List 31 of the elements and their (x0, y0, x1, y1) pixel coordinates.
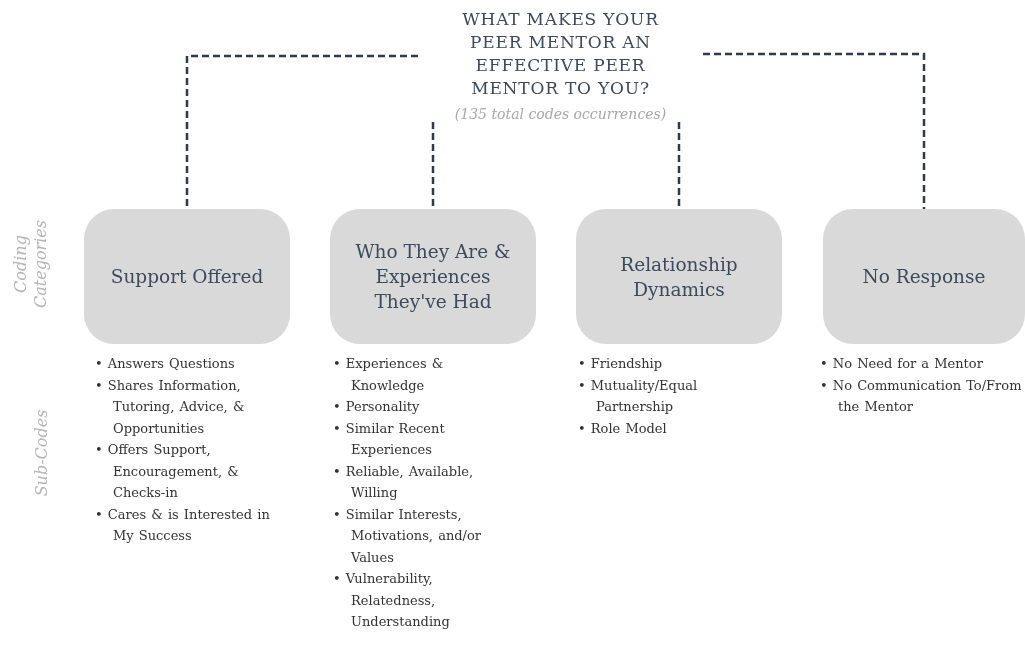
bullet-item: • Role Model (578, 419, 668, 438)
bullet-item: • Similar Recent Experiences (333, 419, 446, 459)
question-heading: WHAT MAKES YOUR PEER MENTOR AN EFFECTIVE PEER MENTOR TO YOU? (461, 8, 660, 100)
bullet-item: • No Need for a Mentor (820, 355, 984, 373)
bullet-item: • Shares Information, Tutoring, Advice, & Opportunities (95, 376, 246, 438)
dashed-connector (703, 52, 926, 209)
category-label: Who They Are & Experiences They've Had (354, 240, 512, 314)
dashed-connector (185, 54, 418, 209)
category-label: Support Offered (110, 265, 264, 289)
category-label: Relationship Dynamics (619, 252, 739, 302)
category-box (823, 209, 1025, 344)
bullet-item: • Cares & is Interested in My Success (95, 505, 271, 545)
category-box (84, 209, 290, 344)
bullet-item: • Answers Questions (95, 355, 236, 373)
category-label: No Response (862, 265, 986, 289)
axis-label: Coding Categories (10, 219, 50, 310)
bullet-item: • Experiences & Knowledge (333, 355, 445, 395)
bullet-item: • Offers Support, Encouragement, & Checks-in (95, 441, 240, 502)
bullet-item: • Vulnerability, Relatedness, Understanding (333, 570, 451, 631)
subtitle: (135 total codes occurrences) (453, 106, 668, 122)
bullet-item: • Mutuality/Equal Partnership (578, 376, 699, 416)
bullet-item: • Friendship (578, 355, 664, 373)
category-box (330, 209, 536, 344)
dashed-connector (431, 122, 435, 209)
category-box (576, 209, 782, 344)
bullet-item: • Similar Interests, Motivations, and/or Values (333, 505, 482, 567)
bullet-item: • No Communication To/From the Mentor (820, 376, 1023, 416)
bullet-item: • Personality (333, 398, 421, 416)
axis-label: Sub-Codes (31, 409, 52, 497)
bullet-item: • Reliable, Available, Willing (333, 462, 475, 502)
dashed-connector (677, 122, 681, 209)
